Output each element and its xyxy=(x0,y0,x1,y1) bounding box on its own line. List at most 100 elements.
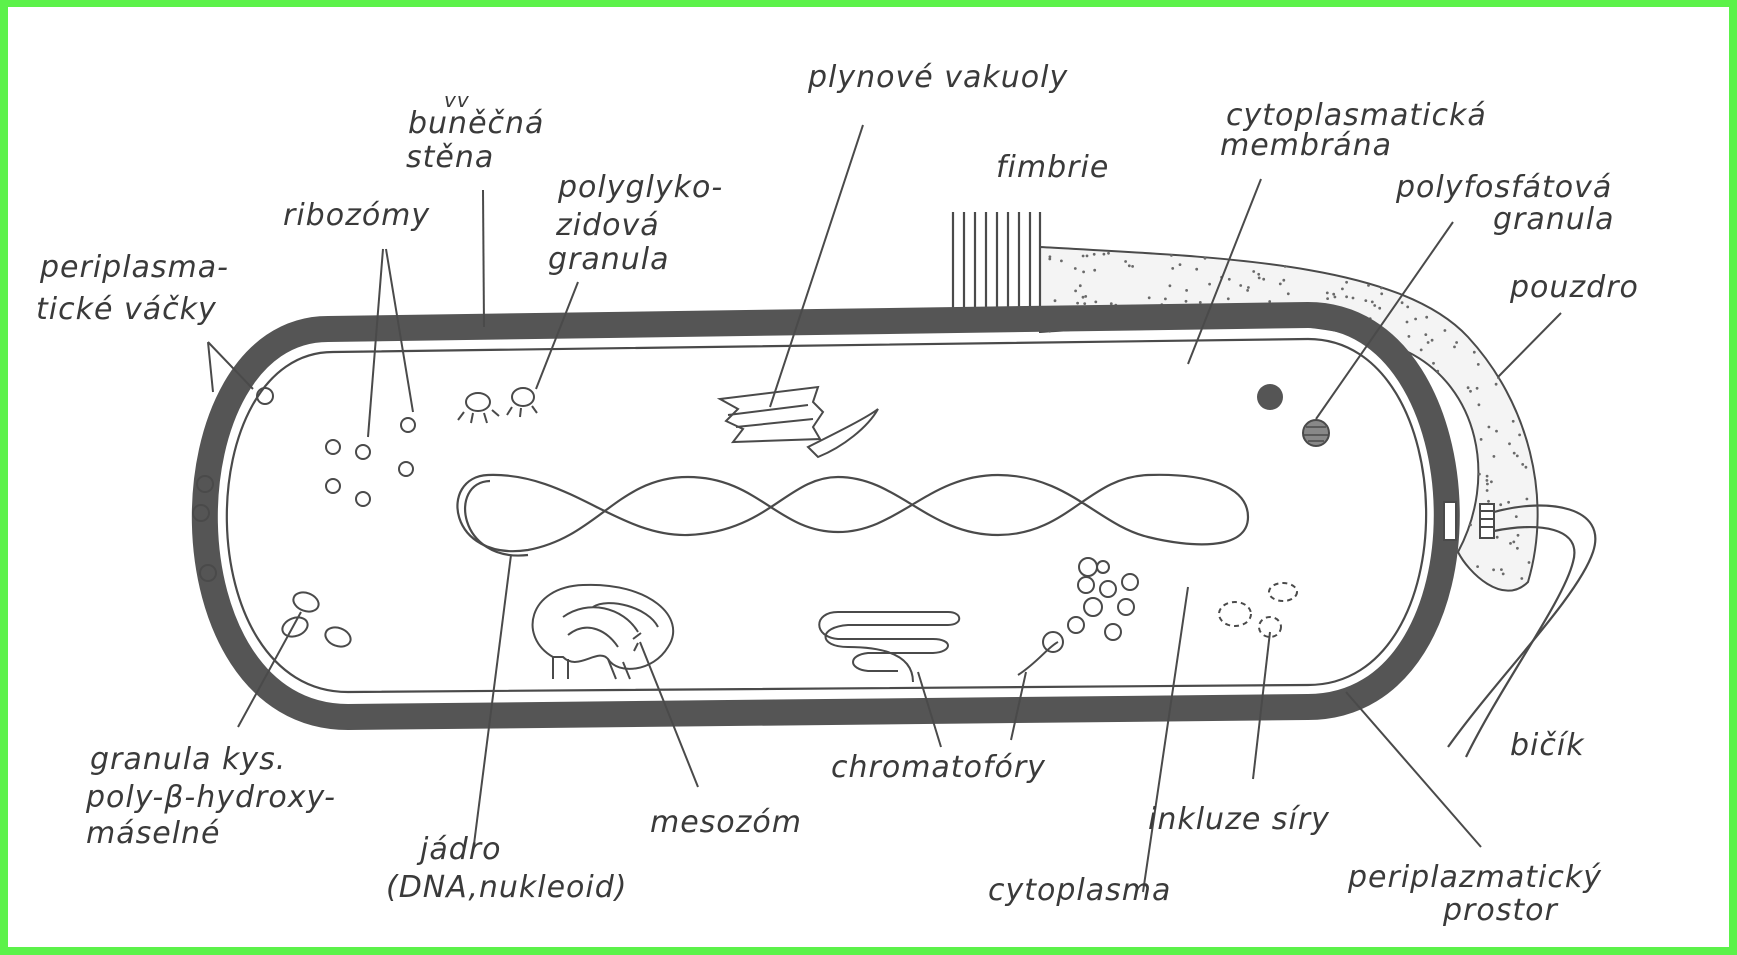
capsule-dot xyxy=(1082,271,1085,274)
chromatophores-vesicles xyxy=(1043,558,1138,652)
capsule-dot xyxy=(1332,293,1335,296)
capsule-dot xyxy=(1436,370,1439,373)
capsule-dot xyxy=(1518,434,1521,437)
label-inkluze-siry: inkluze síry xyxy=(1148,802,1330,837)
svg-text:granula: granula xyxy=(1493,202,1615,237)
capsule-dot xyxy=(1279,283,1282,286)
svg-text:tické váčky: tické váčky xyxy=(36,292,217,327)
capsule-dot xyxy=(1079,284,1082,287)
capsule-dot xyxy=(1486,475,1489,478)
capsule-dot xyxy=(1364,299,1367,302)
nucleoid-dna xyxy=(457,475,1248,551)
sulfur-inclusions xyxy=(1219,583,1297,637)
capsule-dot xyxy=(1500,568,1503,571)
gas-vacuoles xyxy=(720,387,878,457)
capsule-dot xyxy=(1086,255,1089,258)
capsule-dot xyxy=(1262,278,1265,281)
capsule-dot xyxy=(1424,333,1427,336)
capsule-dot xyxy=(1199,301,1202,304)
svg-text:polyfosfátová: polyfosfátová xyxy=(1395,170,1612,205)
capsule-dot xyxy=(1082,296,1085,299)
capsule-dot xyxy=(1204,257,1207,260)
capsule-dot xyxy=(1282,279,1285,282)
capsule-dot xyxy=(1076,302,1079,305)
capsule-dot xyxy=(1496,536,1499,539)
capsule-dot xyxy=(1516,455,1519,458)
capsule-dot xyxy=(1124,260,1127,263)
capsule-dot xyxy=(1431,339,1434,342)
capsule-dot xyxy=(1082,255,1085,258)
capsule-dot xyxy=(1185,289,1188,292)
capsule-dot xyxy=(1476,565,1479,568)
svg-text:(DNA,nukleoid): (DNA,nukleoid) xyxy=(386,870,628,905)
cell-wall xyxy=(205,315,1447,717)
capsule-dot xyxy=(1455,341,1458,344)
capsule-dot xyxy=(1239,284,1242,287)
capsule-dot xyxy=(1373,304,1376,307)
svg-text:granula kys.: granula kys. xyxy=(90,742,286,777)
capsule-dot xyxy=(1164,298,1167,301)
bacterial-cell-diagram: vv buněčná stěna ribozómy polyglyko- zid… xyxy=(8,7,1729,947)
capsule-dot xyxy=(1528,561,1531,564)
diagram-frame: vv buněčná stěna ribozómy polyglyko- zid… xyxy=(8,7,1729,947)
capsule-dot xyxy=(1526,498,1529,501)
capsule-dot xyxy=(1487,500,1490,503)
svg-text:polyglyko-: polyglyko- xyxy=(557,170,723,205)
capsule-dot xyxy=(1380,292,1383,295)
label-chromatofory: chromatofóry xyxy=(831,750,1046,785)
svg-text:jádro: jádro xyxy=(416,832,501,867)
capsule-dot xyxy=(1284,265,1287,268)
capsule-dot xyxy=(1128,264,1131,267)
label-periplasmaticke-vacky: periplasma- tické váčky xyxy=(36,250,229,327)
polyglycoside-granules xyxy=(458,388,537,423)
svg-text:membrána: membrána xyxy=(1220,128,1392,163)
label-ribozomy: ribozómy xyxy=(283,198,430,233)
capsule-dot xyxy=(1247,286,1250,289)
capsule-dot xyxy=(1195,268,1198,271)
svg-text:poly-β-hydroxy-: poly-β-hydroxy- xyxy=(85,780,336,815)
capsule-dot xyxy=(1401,301,1404,304)
capsule-dot xyxy=(1478,403,1481,406)
capsule-dot xyxy=(1427,341,1430,344)
label-jadro: jádro (DNA,nukleoid) xyxy=(386,832,628,905)
capsule-dot xyxy=(1495,383,1498,386)
capsule-dot xyxy=(1345,295,1348,298)
capsule-dot xyxy=(1495,430,1498,433)
capsule-dot xyxy=(1414,318,1417,321)
svg-text:granula: granula xyxy=(548,242,670,277)
capsule-dot xyxy=(1473,351,1476,354)
capsule-dot xyxy=(1490,480,1493,483)
label-polyglykozidova-granula: polyglyko- zidová granula xyxy=(548,170,723,277)
capsule-dot xyxy=(1469,390,1472,393)
capsule-dot xyxy=(1227,297,1230,300)
capsule-dot xyxy=(1287,292,1290,295)
capsule-dot xyxy=(1341,288,1344,291)
capsule-dot xyxy=(1074,290,1077,293)
capsule-dot xyxy=(1352,297,1355,300)
phb-granules xyxy=(280,589,354,650)
capsule-dot xyxy=(1444,329,1447,332)
capsule-dot xyxy=(1258,277,1261,280)
svg-text:prostor: prostor xyxy=(1442,893,1558,928)
capsule-dot xyxy=(1345,281,1348,284)
fimbriae xyxy=(953,212,1040,319)
capsule-dot xyxy=(1517,534,1520,537)
capsule-dot xyxy=(1425,316,1428,319)
capsule-dot xyxy=(1054,299,1057,302)
capsule-dot xyxy=(1367,284,1370,287)
capsule-dot xyxy=(1420,349,1423,352)
capsule-dot xyxy=(1179,263,1182,266)
label-periplazmaticky-prostor: periplazmatický prostor xyxy=(1347,860,1602,928)
capsule-dot xyxy=(1478,473,1481,476)
label-plynove-vakuoly: plynové vakuoly xyxy=(807,60,1068,95)
label-cytoplasma: cytoplasma xyxy=(988,873,1171,908)
ribosomes xyxy=(326,418,415,506)
capsule-dot xyxy=(1171,267,1174,270)
capsule-dot xyxy=(1477,363,1480,366)
capsule-dot xyxy=(1516,547,1519,550)
label-bicik: bičík xyxy=(1510,728,1585,763)
capsule-dot xyxy=(1048,258,1051,261)
capsule-dot xyxy=(1094,301,1097,304)
svg-text:stěna: stěna xyxy=(406,140,494,175)
capsule-dot xyxy=(1185,300,1188,303)
